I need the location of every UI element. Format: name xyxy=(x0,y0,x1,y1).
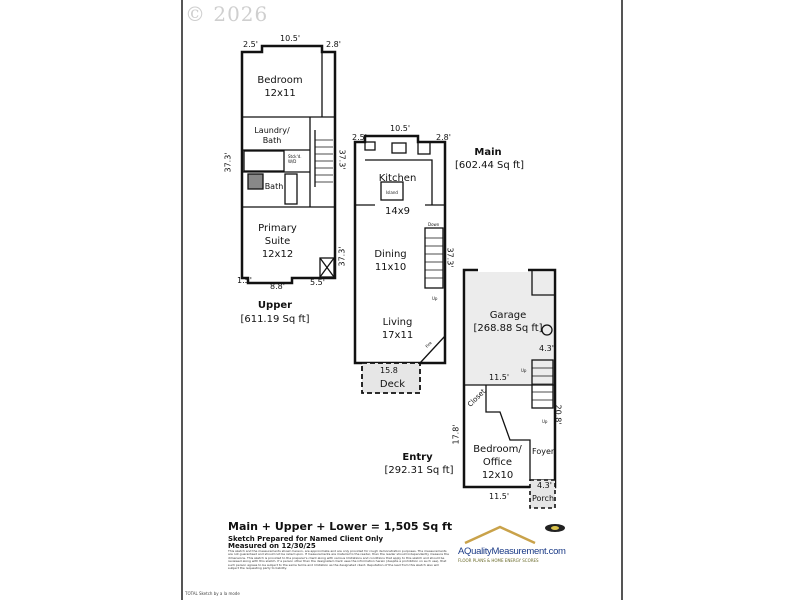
prepared-for: Sketch Prepared for Named Client Only xyxy=(228,535,384,543)
floor-name-entry: Entry xyxy=(402,452,433,463)
company-logo: AQualityMeasurement.com FLOOR PLANS & HO… xyxy=(458,522,570,570)
upper-dim-bottom: 8.8' xyxy=(270,282,285,291)
logo-tagline: FLOOR PLANS & HOME ENERGY SCORES xyxy=(458,558,539,563)
floor-name-upper: Upper xyxy=(257,300,293,311)
measured-date: Measured on 12/30/25 xyxy=(228,542,316,550)
main-dim-top-left: 2.5' xyxy=(352,133,367,142)
entry-dim-right: 20.8' xyxy=(553,404,563,425)
main-dim-top-right: 2.8' xyxy=(436,133,451,142)
entry-dim-left: 17.8' xyxy=(451,424,461,445)
copyright-watermark: © 2026 xyxy=(185,2,269,26)
logo-name: AQualityMeasurement.com xyxy=(458,546,566,557)
room-foyer: Foyer xyxy=(532,447,555,456)
room-laundry-bath: Laundry/ Bath xyxy=(254,126,290,145)
porch-dim: 4.3' xyxy=(537,481,552,490)
main-stairs-up: Up xyxy=(432,296,438,301)
room-porch: Porch xyxy=(532,494,555,503)
room-bath: Bath xyxy=(264,182,284,191)
main-dim-right: 37.3' xyxy=(445,247,455,268)
upper-dim-bottom-right: 5.5' xyxy=(310,278,325,287)
upper-dim-bottom-left: 1.5' xyxy=(237,276,252,285)
room-primary-suite: Primary Suite 12x12 xyxy=(258,223,297,260)
upper-dim-top-right: 2.8' xyxy=(326,40,341,49)
upper-dim-top: 10.5' xyxy=(280,34,301,43)
disclaimer-text: This sketch and the measurements shown h… xyxy=(228,549,449,571)
floor-area-upper: [611.19 Sq ft] xyxy=(240,314,310,325)
entry-stairs-up: Up xyxy=(542,419,548,424)
garage-stairs-up: Up xyxy=(521,368,527,373)
floor-name-main: Main xyxy=(474,147,502,158)
room-living: Living 17x11 xyxy=(381,317,414,341)
kitchen-size: 14x9 xyxy=(384,206,410,217)
room-bedroom-office: Bedroom/ Office 12x10 xyxy=(473,444,522,481)
entry-dim-bottom: 11.5' xyxy=(489,492,510,501)
main-stairs-down: Down xyxy=(428,222,440,227)
main-dim-top: 10.5' xyxy=(390,124,411,133)
sketch-footer: TOTAL Sketch by a la mode xyxy=(185,591,240,596)
stackable-washer-dryer: Stck'd. W/D xyxy=(288,154,302,164)
garage-dim-right: 4.3' xyxy=(539,344,554,353)
total-area: Main + Upper + Lower = 1,505 Sq ft xyxy=(228,520,453,533)
deck-dim: 15.8 xyxy=(380,366,398,375)
entry-dim-mid: 11.5' xyxy=(489,373,510,382)
floor-area-entry: [292.31 Sq ft] xyxy=(384,465,454,476)
room-deck: Deck xyxy=(379,379,406,390)
room-kitchen: Kitchen xyxy=(378,173,417,184)
upper-dim-right-lower: 37.3' xyxy=(337,246,347,267)
floor-area-main: [602.44 Sq ft] xyxy=(454,160,525,171)
room-dining: Dining 11x10 xyxy=(374,249,407,273)
upper-dim-top-left: 2.5' xyxy=(243,40,258,49)
kitchen-island: Island xyxy=(386,190,398,195)
room-bedroom-upper: Bedroom 12x11 xyxy=(257,75,303,99)
upper-dim-left: 37.3' xyxy=(223,152,233,173)
upper-dim-right: 37.3' xyxy=(337,149,347,170)
room-garage: Garage [268.88 Sq ft] xyxy=(473,310,543,334)
